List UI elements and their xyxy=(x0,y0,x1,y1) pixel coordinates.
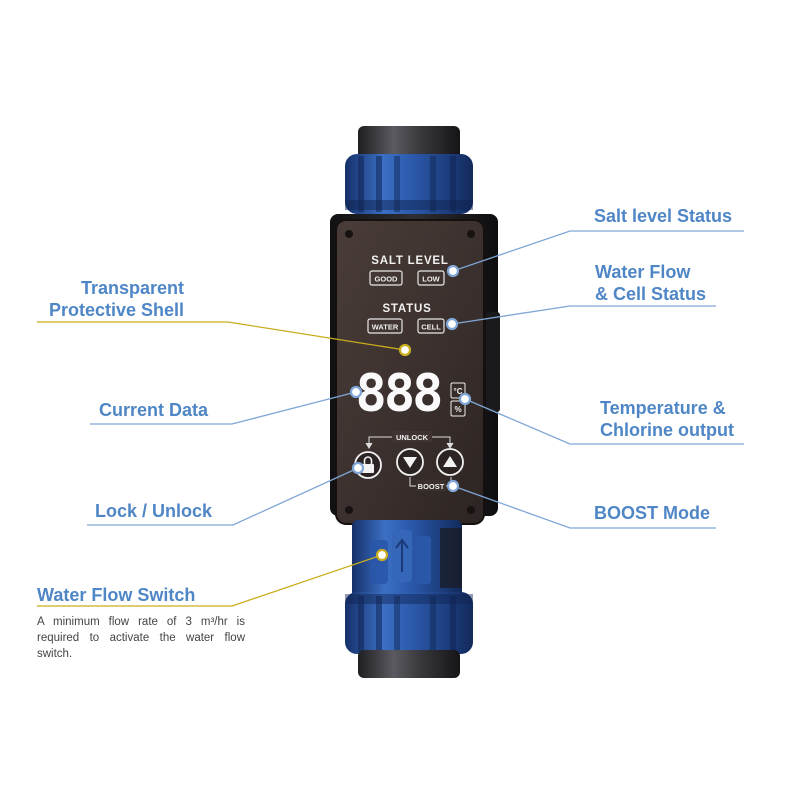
water-indicator xyxy=(367,318,403,334)
label-current-data: Current Data xyxy=(60,399,208,421)
chlorinator-device: SALT LEVEL GOOD LOW STATUS WATER CELL 88… xyxy=(330,126,500,678)
label-salt-level: Salt level Status xyxy=(594,205,732,227)
leader-temperature xyxy=(464,398,744,445)
water-flow-switch xyxy=(352,520,462,600)
dot-lock-unlock xyxy=(351,461,365,475)
leader-current-data xyxy=(90,391,357,425)
label-water-flow-cell-line1: Water Flow xyxy=(595,262,691,282)
screw xyxy=(467,506,475,514)
boost-label: BOOST xyxy=(418,482,445,491)
triangle-up-icon xyxy=(443,456,457,467)
label-lock-unlock-text: Lock / Unlock xyxy=(94,501,212,521)
bottom-union-nut xyxy=(345,592,473,654)
screw xyxy=(467,230,475,238)
screw xyxy=(345,506,353,514)
good-label: GOOD xyxy=(375,275,399,284)
unlock-label: UNLOCK xyxy=(396,433,429,442)
screw xyxy=(345,230,353,238)
salt-level-title: SALT LEVEL xyxy=(371,255,448,267)
callout-dots xyxy=(349,264,472,562)
down-button[interactable] xyxy=(396,448,424,476)
label-temperature-line2: Chlorine output xyxy=(600,420,734,440)
dot-salt-level xyxy=(446,264,460,278)
leader-boost xyxy=(452,485,716,529)
top-union-nut xyxy=(345,154,473,214)
celsius-unit-box xyxy=(450,382,466,399)
leader-lines xyxy=(37,230,744,607)
percent-unit: % xyxy=(454,405,461,414)
leader-water-flow-switch xyxy=(37,554,383,607)
label-current-data-text: Current Data xyxy=(98,400,208,420)
dot-transparent-shell xyxy=(398,343,412,357)
up-button[interactable] xyxy=(436,448,464,476)
dot-water-flow-switch xyxy=(375,548,389,562)
percent-unit-box xyxy=(450,400,466,417)
status-title: STATUS xyxy=(382,303,431,315)
cell-indicator xyxy=(417,318,445,334)
label-transparent-shell-line2: Protective Shell xyxy=(48,300,184,320)
bottom-pipe xyxy=(358,650,460,678)
low-indicator xyxy=(417,270,445,286)
good-indicator xyxy=(369,270,403,286)
label-salt-level-text: Salt level Status xyxy=(594,206,733,226)
leader-water-flow-cell xyxy=(451,305,716,325)
label-transparent-shell: Transparent Protective Shell xyxy=(36,277,184,321)
segment-display: 888 xyxy=(356,364,442,424)
label-temperature-line1: Temperature & xyxy=(600,398,726,418)
cell-label: CELL xyxy=(421,323,441,332)
dot-current-data xyxy=(349,385,363,399)
water-flow-note: A minimum flow rate of 3 m³/hr is requir… xyxy=(37,616,245,660)
label-lock-unlock: Lock / Unlock xyxy=(60,500,212,522)
label-water-flow-cell: Water Flow & Cell Status xyxy=(595,261,706,305)
water-label: WATER xyxy=(372,323,399,332)
dot-boost xyxy=(446,479,460,493)
label-temperature: Temperature & Chlorine output xyxy=(600,397,734,441)
label-water-flow-switch: Water Flow Switch xyxy=(37,584,213,606)
label-water-flow-switch-text: Water Flow Switch xyxy=(37,585,196,605)
label-water-flow-cell-line2: & Cell Status xyxy=(595,284,707,304)
celsius-unit: °C xyxy=(454,387,463,396)
label-boost-mode-text: BOOST Mode xyxy=(594,503,710,523)
label-transparent-shell-line1: Transparent xyxy=(80,278,184,298)
leader-transparent-shell xyxy=(37,321,406,351)
dot-water-flow-cell xyxy=(445,317,459,331)
low-label: LOW xyxy=(422,275,440,284)
label-boost-mode: BOOST Mode xyxy=(594,502,710,524)
dot-temperature xyxy=(458,392,472,406)
leader-lock-unlock xyxy=(87,467,359,526)
leader-salt-level xyxy=(452,230,744,272)
triangle-down-icon xyxy=(403,457,417,468)
padlock-icon xyxy=(362,456,374,473)
